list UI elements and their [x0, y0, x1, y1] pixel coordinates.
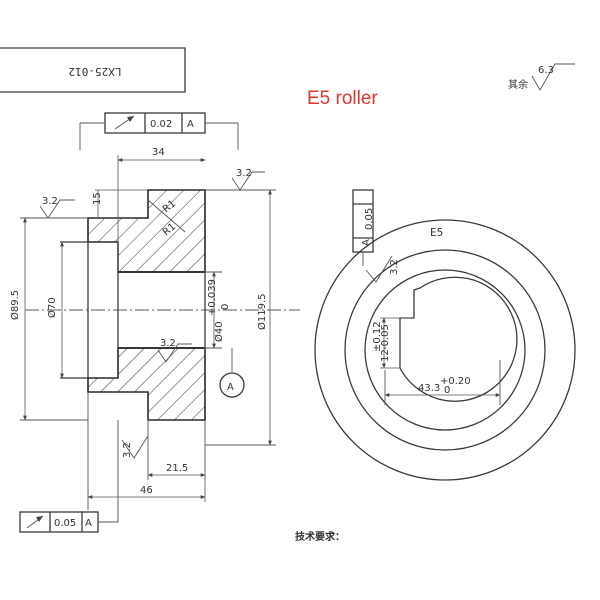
dim-43-3-tol-low: 0	[444, 385, 450, 396]
roughness-c-value: 3.2	[160, 338, 176, 349]
dim-43-3: 43.3 +0.20 0	[384, 360, 501, 405]
upper-section-hatch	[87, 189, 206, 273]
runout-top: 0.02 A	[79, 112, 239, 150]
front-view-label: E5	[430, 226, 443, 239]
runout-top-datum: A	[187, 119, 194, 130]
dim-phi40: Ø40 +0.039 0	[205, 271, 231, 349]
runout-bottom: 0.05 A	[19, 510, 119, 533]
dim-phi119-5: Ø119.5	[205, 189, 276, 446]
outer-circle	[314, 219, 576, 481]
side-section-view: 0.02 A 34 15 R1 R1 3.2 3.2	[9, 112, 300, 533]
datum-a-circle	[219, 372, 245, 398]
perpendicularity-tolerance: 0.05	[364, 208, 375, 230]
roughness-b-value: 3.2	[236, 168, 252, 179]
roughness-d-value: 3.2	[122, 442, 133, 458]
dim-keyway-tol: ±0.12	[372, 321, 383, 352]
rim-circle	[344, 249, 546, 451]
roughness-bore: 3.2	[157, 338, 192, 363]
dim-15: 15	[92, 189, 148, 218]
dim-21-5: 21.5	[147, 463, 206, 477]
part-number: LX25-012	[69, 65, 122, 78]
perpendicularity-frame: 0.05 A	[352, 189, 375, 266]
lower-section-hatch	[87, 347, 206, 421]
dim-43-3-tol: +0.20	[440, 376, 471, 387]
datum-a-label: A	[227, 382, 234, 393]
roughness-right: 3.2	[231, 168, 265, 191]
roughness-a-value: 3.2	[42, 196, 58, 207]
roughness-front: 3.2	[365, 255, 400, 283]
dim-keyway: 12 ±0.12 -0.05	[372, 317, 414, 369]
runout-bottom-datum: A	[85, 518, 92, 529]
bore-keyway	[399, 276, 518, 402]
default-roughness: 其余 6.3	[508, 63, 575, 91]
dim-phi89-5: Ø89.5	[9, 217, 88, 421]
roughness-lower: 3.2	[121, 435, 149, 459]
roughness-front-value: 3.2	[389, 259, 400, 275]
dim-46: 46	[87, 480, 206, 502]
dim-34: 34	[117, 147, 206, 272]
dim-phi70-text: Ø70	[46, 297, 58, 318]
dim-phi40-tol-low: 0	[220, 304, 231, 310]
roughness-note-label: 其余	[508, 78, 528, 91]
title-block: LX25-012	[0, 47, 186, 93]
dim-46-text: 46	[140, 485, 153, 496]
hub-circle	[364, 269, 526, 431]
datum-a: A	[219, 348, 245, 398]
dim-43-3-text: 43.3	[418, 383, 440, 394]
dim-phi40-text: Ø40	[213, 321, 225, 342]
drawing-title: E5 roller	[307, 88, 378, 109]
bore-outline	[118, 271, 205, 349]
dim-phi40-tol: +0.039	[207, 279, 218, 316]
dim-phi89-5-text: Ø89.5	[9, 290, 21, 320]
roughness-default-value: 6.3	[538, 65, 554, 76]
roughness-left: 3.2	[39, 196, 75, 219]
dim-keyway-tol-low: -0.05	[380, 324, 391, 350]
dim-15-text: 15	[92, 192, 103, 205]
dim-phi119-5-text: Ø119.5	[256, 294, 268, 331]
front-view: E5 0.05 A 3.2 12 ±0.12 -0.05	[314, 189, 576, 481]
perpendicularity-datum: A	[361, 239, 372, 246]
hub-extension	[60, 241, 88, 379]
dim-phi70: Ø70	[46, 241, 64, 379]
runout-top-tolerance: 0.02	[150, 119, 172, 130]
dim-34-text: 34	[152, 147, 165, 158]
tech-requirements-heading: 技术要求：	[295, 530, 345, 543]
dim-keyway-width: 12	[380, 349, 391, 362]
dim-21-5-text: 21.5	[166, 463, 188, 474]
runout-bottom-tolerance: 0.05	[54, 518, 76, 529]
